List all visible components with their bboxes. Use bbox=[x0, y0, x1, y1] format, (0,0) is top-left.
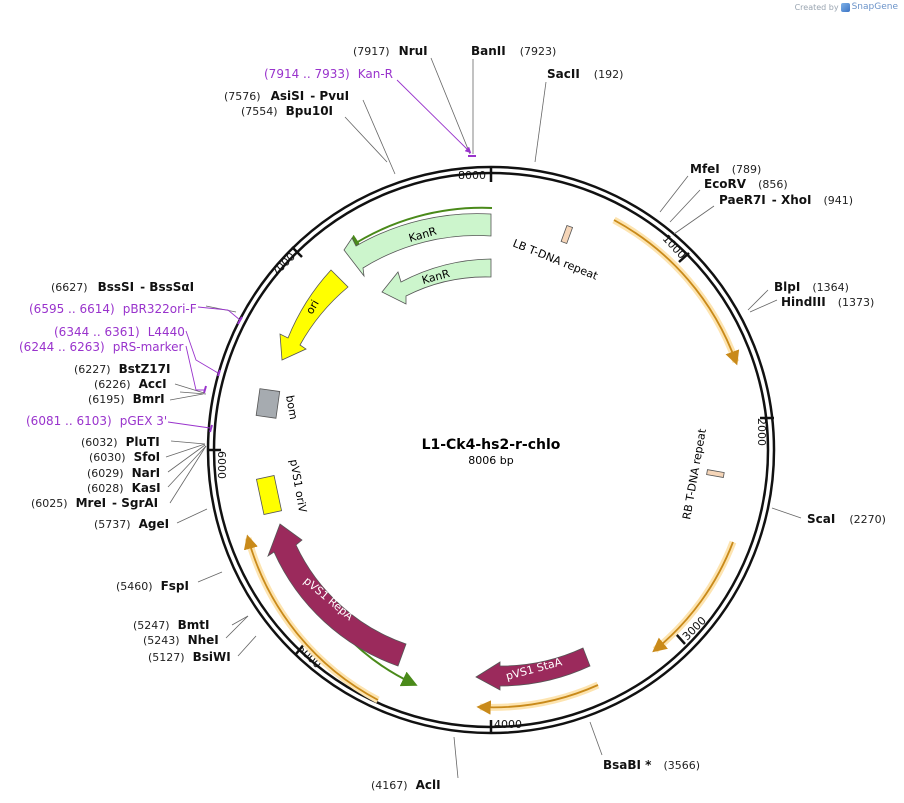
svg-text:(5243)NheI: (5243)NheI bbox=[143, 633, 219, 647]
kanr-feature-2: KanR bbox=[381, 258, 492, 305]
svg-text:(6244 .. 6263)pRS-marker: (6244 .. 6263)pRS-marker bbox=[19, 340, 183, 354]
pvs1-oriv-feature: pVS1 oriV bbox=[255, 458, 309, 515]
svg-text:(7576)AsiSI- PvuI: (7576)AsiSI- PvuI bbox=[224, 89, 349, 103]
bom-label: bom bbox=[283, 394, 300, 420]
svg-text:BlpI(1364): BlpI(1364) bbox=[774, 280, 849, 294]
kanr-feature-1: KanR bbox=[343, 213, 492, 278]
leader-lines bbox=[165, 57, 802, 779]
tick-label-2000: 2000 bbox=[755, 418, 768, 446]
orf-arcs bbox=[243, 206, 740, 715]
tick-label-4000: 4000 bbox=[494, 718, 522, 731]
svg-text:(6030)SfoI: (6030)SfoI bbox=[89, 450, 160, 464]
svg-text:BanII(7923): BanII(7923) bbox=[471, 44, 556, 58]
svg-text:(6028)KasI: (6028)KasI bbox=[87, 481, 161, 495]
svg-text:(4167)AclI: (4167)AclI bbox=[371, 778, 441, 792]
bom-feature: bom bbox=[255, 388, 300, 421]
primer-marks bbox=[203, 155, 476, 433]
rb-repeat-feature: RB T-DNA repeat bbox=[680, 427, 725, 521]
svg-text:(7554)Bpu10I: (7554)Bpu10I bbox=[241, 104, 333, 118]
lb-repeat-feature: LB T-DNA repeat bbox=[511, 224, 600, 283]
svg-text:(6595 .. 6614)pBR322ori-F: (6595 .. 6614)pBR322ori-F bbox=[29, 302, 197, 316]
plasmid-length: 8006 bp bbox=[468, 454, 513, 467]
credit-brand: SnapGene bbox=[851, 2, 898, 12]
svg-text:SacII(192): SacII(192) bbox=[547, 67, 623, 81]
svg-text:(6344 .. 6361)L4440: (6344 .. 6361)L4440 bbox=[54, 325, 185, 339]
snapgene-credit: Created by SnapGene bbox=[795, 2, 898, 12]
svg-text:EcoRV(856): EcoRV(856) bbox=[704, 177, 788, 191]
svg-text:MfeI(789): MfeI(789) bbox=[690, 162, 761, 176]
svg-text:(6226)AccI: (6226)AccI bbox=[94, 377, 167, 391]
pvs1-oriv-label: pVS1 oriV bbox=[287, 458, 309, 514]
svg-text:(6227)BstZ17I: (6227)BstZ17I bbox=[74, 362, 170, 376]
svg-text:(6195)BmrI: (6195)BmrI bbox=[88, 392, 165, 406]
tick-label-6000: 6000 bbox=[215, 451, 228, 479]
plasmid-name: L1-Ck4-hs2-r-chlo bbox=[422, 437, 561, 453]
svg-text:(7914 .. 7933)Kan-R: (7914 .. 7933)Kan-R bbox=[264, 67, 393, 81]
svg-text:(6081 .. 6103)pGEX 3': (6081 .. 6103)pGEX 3' bbox=[26, 414, 167, 428]
snapgene-logo-icon bbox=[840, 2, 850, 12]
svg-text:(6627)BssSI- BssSαI: (6627)BssSI- BssSαI bbox=[51, 280, 194, 294]
svg-text:(5737)AgeI: (5737)AgeI bbox=[94, 517, 169, 531]
rb-repeat-label: RB T-DNA repeat bbox=[680, 427, 709, 520]
lb-repeat-label: LB T-DNA repeat bbox=[511, 237, 600, 283]
pvs1-repa-feature: pVS1 RepA bbox=[267, 523, 407, 667]
svg-text:(6032)PluTI: (6032)PluTI bbox=[81, 435, 160, 449]
primer-labels: (7914 .. 7933)Kan-R (6595 .. 6614)pBR322… bbox=[19, 67, 393, 428]
svg-text:(5127)BsiWI: (5127)BsiWI bbox=[148, 650, 231, 664]
svg-text:(6029)NarI: (6029)NarI bbox=[87, 466, 160, 480]
svg-text:ScaI(2270): ScaI(2270) bbox=[807, 512, 886, 526]
svg-text:(5247)BmtI: (5247)BmtI bbox=[133, 618, 209, 632]
svg-text:HindIII(1373): HindIII(1373) bbox=[781, 295, 874, 309]
tick-label-8000: 8000 bbox=[458, 169, 486, 182]
tick-marks bbox=[207, 167, 774, 733]
primer-leaders bbox=[167, 79, 472, 429]
pvs1-staa-feature: pVS1 StaA bbox=[475, 647, 591, 691]
svg-text:(7917) NruI: (7917) NruI bbox=[353, 40, 428, 59]
svg-text:BsaBI *(3566): BsaBI *(3566) bbox=[603, 758, 700, 772]
svg-text:(5460)FspI: (5460)FspI bbox=[116, 579, 189, 593]
site-labels: (7917) NruI BanII(7923) SacII(192) (7576… bbox=[31, 40, 886, 792]
ori-label: ori bbox=[303, 298, 321, 317]
credit-prefix: Created by bbox=[794, 2, 839, 12]
svg-text:PaeR7I- XhoI(941): PaeR7I- XhoI(941) bbox=[719, 193, 853, 207]
svg-text:(6025)MreI- SgrAI: (6025)MreI- SgrAI bbox=[31, 496, 158, 510]
ori-feature: ori bbox=[279, 269, 349, 361]
